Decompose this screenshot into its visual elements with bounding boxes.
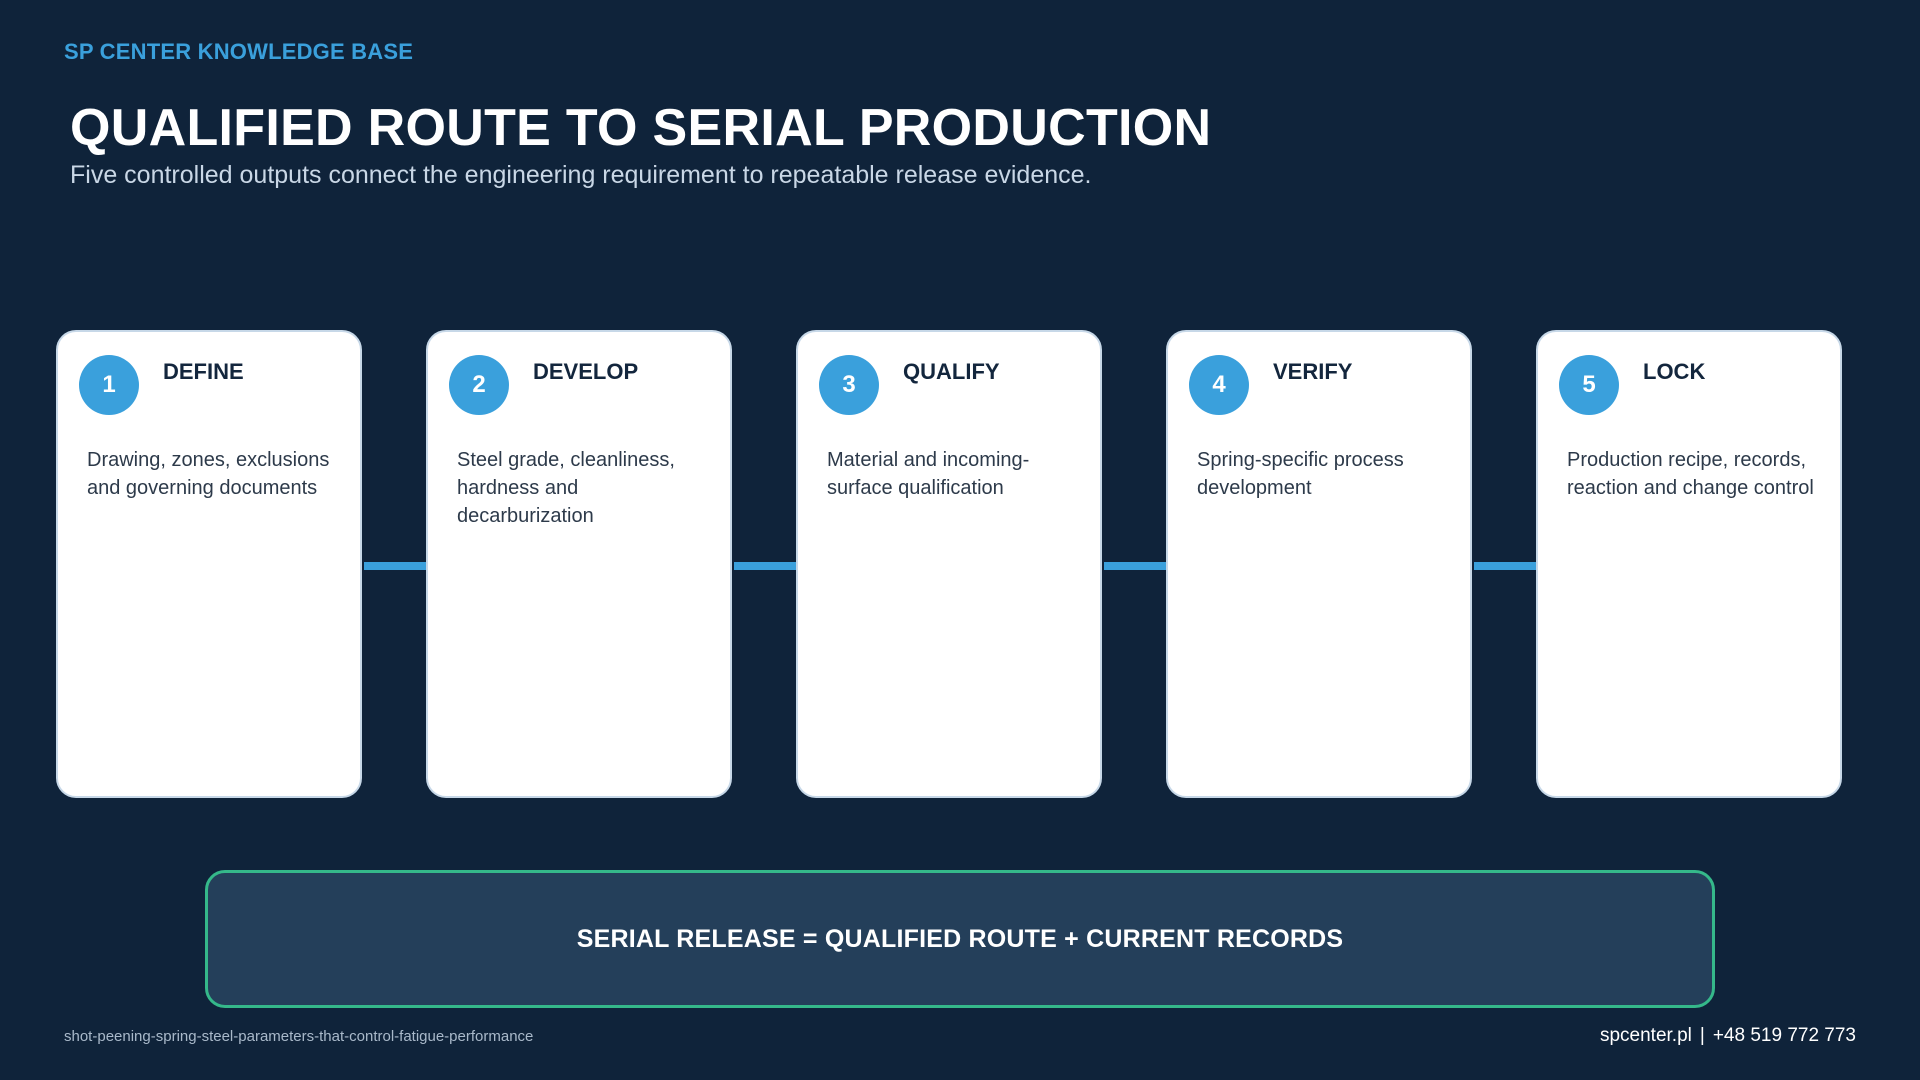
footer-contact: spcenter.pl | +48 519 772 773 xyxy=(1600,1025,1856,1047)
step-card-define: 1 DEFINE Drawing, zones, exclusions and … xyxy=(56,330,362,798)
step-number-badge: 2 xyxy=(449,355,509,415)
brand-label: SP CENTER KNOWLEDGE BASE xyxy=(64,39,414,64)
step-description: Spring-specific process development xyxy=(1197,449,1404,499)
step-title: LOCK xyxy=(1643,359,1706,384)
step-number-badge: 4 xyxy=(1189,355,1249,415)
connector-4-5 xyxy=(1474,562,1536,570)
step-description: Material and incoming-surface qualificat… xyxy=(827,449,1030,499)
footer-phone: +48 519 772 773 xyxy=(1712,1025,1856,1046)
summary-box: SERIAL RELEASE = QUALIFIED ROUTE + CURRE… xyxy=(205,870,1715,1008)
step-number-badge: 5 xyxy=(1559,355,1619,415)
step-description: Steel grade, cleanliness, hardness and d… xyxy=(457,449,675,527)
footer-website: spcenter.pl xyxy=(1599,1025,1692,1046)
page-subtitle: Five controlled outputs connect the engi… xyxy=(70,161,1092,189)
step-card-verify: 4 VERIFY Spring-specific process develop… xyxy=(1166,330,1472,798)
step-card-develop: 2 DEVELOP Steel grade, cleanliness, hard… xyxy=(426,330,732,798)
step-card-qualify: 3 QUALIFY Material and incoming-surface … xyxy=(796,330,1102,798)
step-title: DEFINE xyxy=(163,359,244,384)
step-description: Production recipe, records, reaction and… xyxy=(1567,449,1814,499)
step-title: VERIFY xyxy=(1273,359,1353,384)
connector-2-3 xyxy=(734,562,796,570)
step-card-lock: 5 LOCK Production recipe, records, react… xyxy=(1536,330,1842,798)
step-number-badge: 3 xyxy=(819,355,879,415)
connector-1-2 xyxy=(364,562,426,570)
footer-separator: | xyxy=(1699,1025,1705,1046)
step-title: QUALIFY xyxy=(903,359,1000,384)
page-title: QUALIFIED ROUTE TO SERIAL PRODUCTION xyxy=(70,99,1212,157)
step-description: Drawing, zones, exclusions and governing… xyxy=(87,449,330,499)
footer-slug: shot-peening-spring-steel-parameters-tha… xyxy=(64,1028,534,1045)
summary-text: SERIAL RELEASE = QUALIFIED ROUTE + CURRE… xyxy=(576,924,1344,953)
connector-3-4 xyxy=(1104,562,1166,570)
step-title: DEVELOP xyxy=(533,359,639,384)
step-number-badge: 1 xyxy=(79,355,139,415)
